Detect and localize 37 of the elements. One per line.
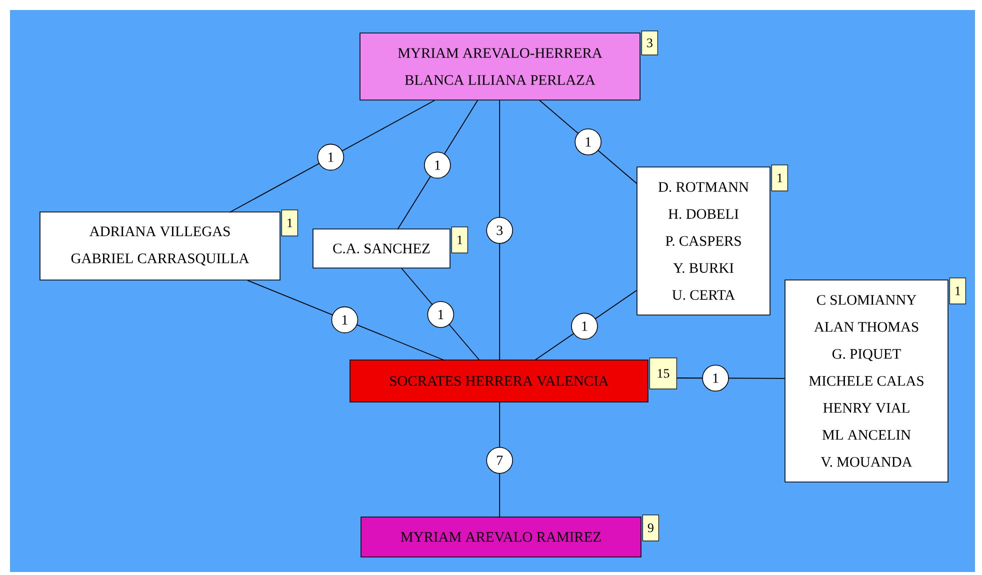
count-badge: 1 — [771, 164, 788, 192]
connector-line — [229, 100, 436, 213]
node-label: U. CERTA — [672, 290, 736, 300]
edge-label: 1 — [574, 128, 602, 156]
name-box: MYRIAM AREVALO RAMIREZ — [360, 516, 642, 558]
count-badge: 1 — [451, 226, 468, 254]
node-label: MICHELE CALAS — [809, 376, 924, 386]
edge-label: 1 — [424, 152, 451, 179]
connector-line — [499, 100, 500, 361]
count-badge: 9 — [642, 514, 659, 542]
name-box: D. ROTMANN H. DOBELI P. CASPERS Y. BURKI U. CERTA — [636, 166, 770, 316]
edge-label: 1 — [331, 306, 358, 334]
node-label: HENRY VIAL — [823, 403, 910, 413]
node-label: G. PIQUET — [832, 349, 901, 362]
count-badge: 1 — [949, 278, 966, 304]
edge-label: 1 — [702, 364, 729, 392]
count-badge: 1 — [281, 210, 298, 236]
node-label: P. CASPERS — [666, 236, 741, 246]
edge-label: 3 — [486, 217, 513, 244]
node-label: H. DOBELI — [668, 209, 738, 219]
node-label: D. ROTMANN — [658, 182, 749, 192]
name-box: SOCRATES HERRERA VALENCIA — [350, 360, 648, 402]
node-label: C SLOMIANNY — [816, 295, 916, 305]
node-label: Y. BURKI — [673, 263, 734, 273]
node-label: ALAN THOMAS — [814, 322, 918, 332]
name-box: MYRIAM AREVALO-HERRERA BLANCA LILIANA PERLAZA — [360, 32, 640, 100]
edge-label: 1 — [571, 312, 598, 340]
name-box: ADRIANA VILLEGAS GABRIEL CARRASQUILLA — [40, 212, 280, 280]
name-box: C SLOMIANNY ALAN THOMAS G. PIQUET MICHELE CALAS HENRY VIAL ML ANCELIN V. MOUANDA — [784, 280, 948, 482]
name-box: C.A. SANCHEZ — [312, 228, 450, 268]
node-label: ML ANCELIN — [822, 430, 911, 440]
edge-label: 1 — [427, 301, 454, 328]
node-label: V. MOUANDA — [820, 457, 912, 467]
edge-label: 1 — [317, 144, 344, 171]
count-badge: 3 — [641, 30, 658, 56]
count-badge: 15 — [649, 358, 677, 390]
edge-label: 7 — [486, 446, 513, 474]
